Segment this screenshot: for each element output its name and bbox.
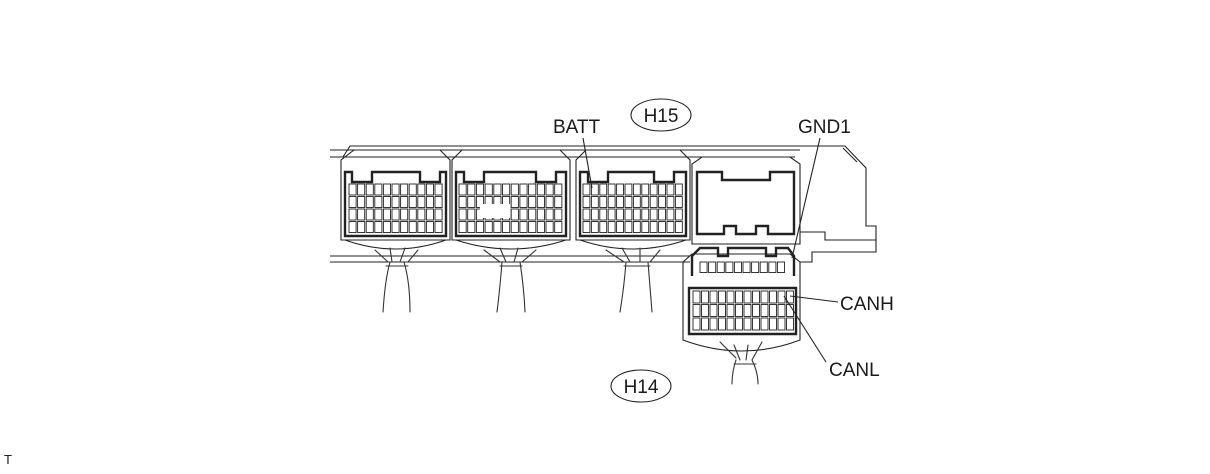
canl-leader-line [783, 295, 827, 363]
h15-1-pin-grid [348, 183, 443, 233]
callout-lines [582, 137, 839, 363]
h15-label: H15 [644, 106, 679, 127]
h15-label-oval [630, 98, 692, 132]
canh-label: CANH [840, 294, 894, 315]
batt-leader-line [582, 137, 593, 189]
h14-label-oval [610, 369, 672, 403]
wire-harnesses [374, 247, 763, 385]
canl-label: CANL [829, 360, 880, 381]
h15-connector-3 [575, 149, 691, 250]
empty-socket [691, 156, 801, 245]
ecu-housing [330, 145, 877, 263]
h15-3-pin-grid [582, 183, 683, 233]
h14-pin-grid [692, 261, 794, 331]
gnd1-label: GND1 [798, 117, 851, 138]
batt-label: BATT [553, 117, 601, 138]
gnd1-leader-line [791, 137, 821, 259]
labels: H15 H14 BATT GND1 CANH CANL [553, 98, 894, 403]
h15-2-pin-grid [458, 183, 563, 233]
h15-connector-2 [451, 149, 571, 250]
canh-leader-line [789, 295, 839, 303]
h14-label: H14 [624, 377, 659, 398]
corner-mark: T [4, 452, 12, 467]
h14-connector [682, 246, 801, 352]
h15-connector-1 [340, 149, 451, 250]
